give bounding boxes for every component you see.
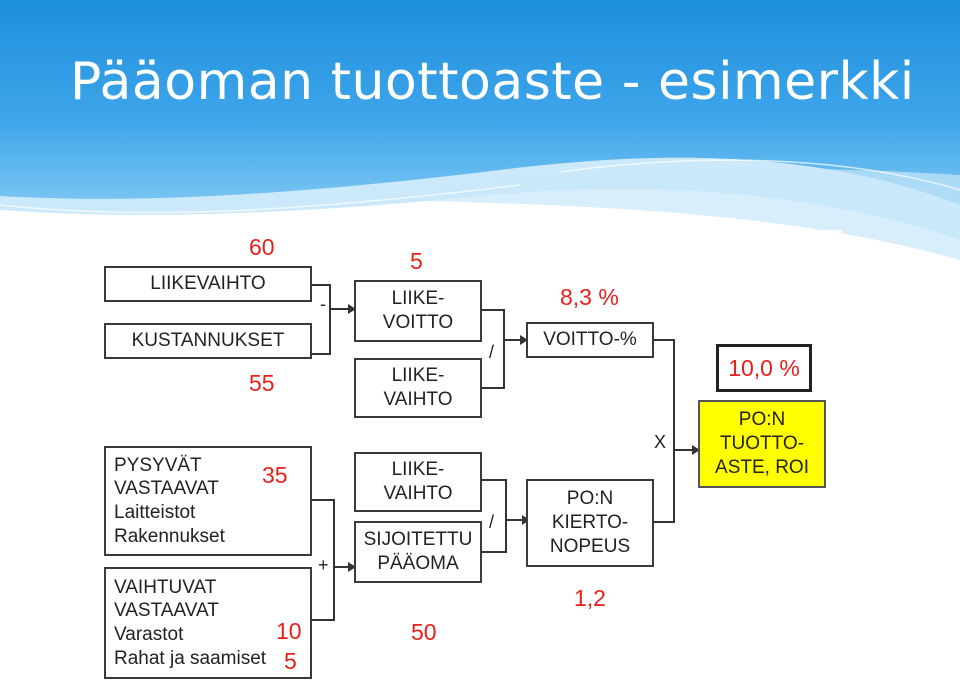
- liikevaihto-box: LIIKEVAIHTO: [104, 266, 312, 302]
- sijoitettu-paaoma-box: SIJOITETTU PÄÄOMA: [354, 521, 482, 583]
- roi-diagram: LIIKEVAIHTO KUSTANNUKSET PYSYVÄT VASTAAV…: [86, 230, 842, 696]
- divide-operator-top: /: [489, 342, 495, 362]
- slide-header: Pääoman tuottoaste - esimerkki: [0, 0, 960, 260]
- kiertonopeus-box: PO:N KIERTO- NOPEUS: [526, 479, 654, 567]
- kiertonopeus-value: 1,2: [574, 585, 606, 611]
- varastot-value: 10: [276, 618, 302, 644]
- multiply-operator: X: [654, 432, 667, 452]
- pysyvat-vastaavat-value: 35: [262, 462, 288, 488]
- voitto-prosentti-box: VOITTO-%: [526, 322, 654, 358]
- vaihtuvat-vastaavat-box: VAIHTUVAT VASTAAVAT Varastot Rahat ja sa…: [104, 567, 312, 679]
- plus-operator: +: [318, 555, 329, 575]
- divide-operator-bottom: /: [489, 512, 495, 532]
- voitto-prosentti-value: 8,3 %: [560, 284, 619, 310]
- roi-box: PO:N TUOTTO- ASTE, ROI: [698, 400, 826, 488]
- minus-operator: -: [320, 294, 326, 314]
- liikevaihto-box-2: LIIKE- VAIHTO: [354, 358, 482, 418]
- rahat-saamiset-value: 5: [284, 648, 297, 674]
- header-background-wave: [0, 0, 960, 260]
- roi-result-box: 10,0 %: [716, 344, 812, 392]
- page-title: Pääoman tuottoaste - esimerkki: [70, 52, 915, 112]
- liikevaihto-box-3: LIIKE- VAIHTO: [354, 452, 482, 512]
- kustannukset-box: KUSTANNUKSET: [104, 323, 312, 359]
- sijoitettu-paaoma-value: 50: [411, 619, 437, 645]
- liikevoitto-box: LIIKE- VOITTO: [354, 280, 482, 342]
- pysyvat-vastaavat-box: PYSYVÄT VASTAAVAT Laitteistot Rakennukse…: [104, 446, 312, 556]
- connector-lines: [312, 284, 700, 621]
- kustannukset-value: 55: [249, 370, 275, 396]
- liikevoitto-value: 5: [410, 248, 423, 274]
- liikevaihto-value: 60: [249, 234, 275, 260]
